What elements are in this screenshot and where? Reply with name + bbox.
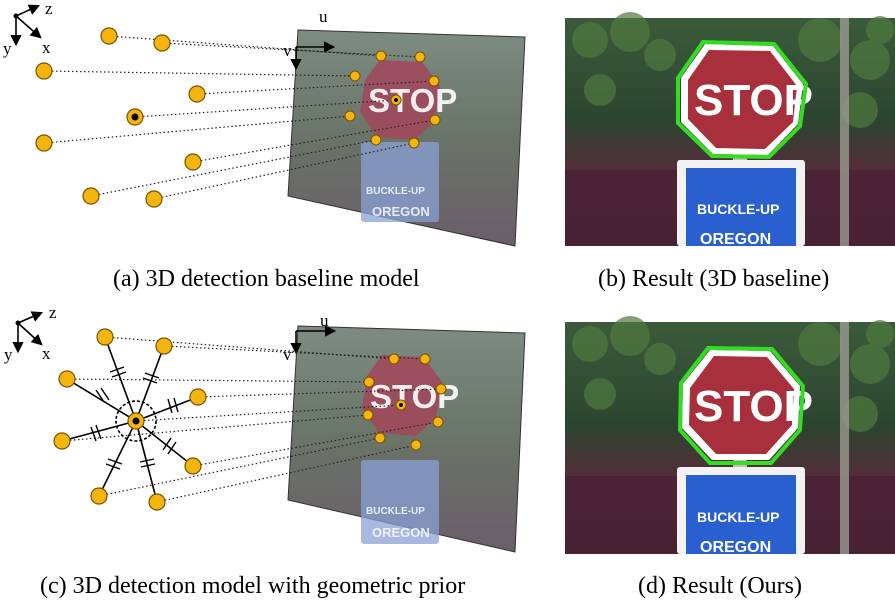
plate-top-b: BUCKLE-UP xyxy=(697,201,779,217)
axis-y-label: y xyxy=(3,39,12,58)
axis-z-label-c: z xyxy=(49,303,57,322)
sign-text-b: STOP xyxy=(694,76,813,125)
plate-bottom-b: OREGON xyxy=(700,231,771,248)
plane-plate-bottom-c: OREGON xyxy=(372,525,430,540)
projection-lines-c xyxy=(61,336,442,503)
caption-c: (c) 3D detection model with geometric pr… xyxy=(40,573,465,599)
keypoint-center-3d-c xyxy=(127,412,145,430)
image-plane: STOP BUCKLE-UP OREGON u v xyxy=(283,7,526,247)
plate-top-d: BUCKLE-UP xyxy=(697,509,779,525)
caption-d: (d) Result (Ours) xyxy=(638,573,802,599)
axis-u-label-c: u xyxy=(320,311,329,330)
keypoints-2d xyxy=(344,50,441,149)
axis-v-label-c: v xyxy=(283,345,292,364)
plane-sign-text: STOP xyxy=(368,82,457,119)
plane-plate-top: BUCKLE-UP xyxy=(366,186,425,197)
axis-v-label: v xyxy=(283,41,292,60)
keypoints-2d-c xyxy=(362,353,447,451)
axis-x-label: x xyxy=(42,38,51,57)
geometric-prior xyxy=(61,336,199,503)
axis-3d-c: z y x xyxy=(4,303,57,364)
keypoint-center-3d xyxy=(126,108,144,126)
keypoint-center-2d xyxy=(390,94,402,106)
axis-x-label-c: x xyxy=(42,344,51,363)
plane-plate-bottom: OREGON xyxy=(372,204,430,219)
panel-a: z y x STOP BUCKLE-UP OREGON u v xyxy=(3,0,526,247)
axis-u-label: u xyxy=(319,7,328,26)
plane-sign-text-c: STOP xyxy=(370,378,459,415)
axis-y-label-c: y xyxy=(4,345,13,364)
caption-a: (a) 3D detection baseline model xyxy=(113,266,420,292)
sign-text-d: STOP xyxy=(694,382,813,431)
image-plane-c: STOP BUCKLE-UP OREGON u v xyxy=(283,311,526,553)
axis-z-label: z xyxy=(45,0,53,18)
keypoints-3d xyxy=(35,27,206,208)
keypoints-3d-c xyxy=(53,328,207,511)
detection-outline-b xyxy=(676,39,809,160)
axis-3d: z y x xyxy=(3,0,53,58)
detection-outline-d xyxy=(677,345,806,465)
caption-b: (b) Result (3D baseline) xyxy=(598,266,829,292)
panel-d: STOP BUCKLE-UP OREGON xyxy=(565,316,895,556)
panel-c: z y x STOP BUCKLE-UP OREGON u v xyxy=(4,303,526,553)
panel-b: STOP BUCKLE-UP OREGON xyxy=(565,12,895,248)
plate-bottom-d: OREGON xyxy=(700,539,771,556)
keypoint-center-2d-c xyxy=(395,399,407,411)
plane-plate-top-c: BUCKLE-UP xyxy=(366,506,425,517)
